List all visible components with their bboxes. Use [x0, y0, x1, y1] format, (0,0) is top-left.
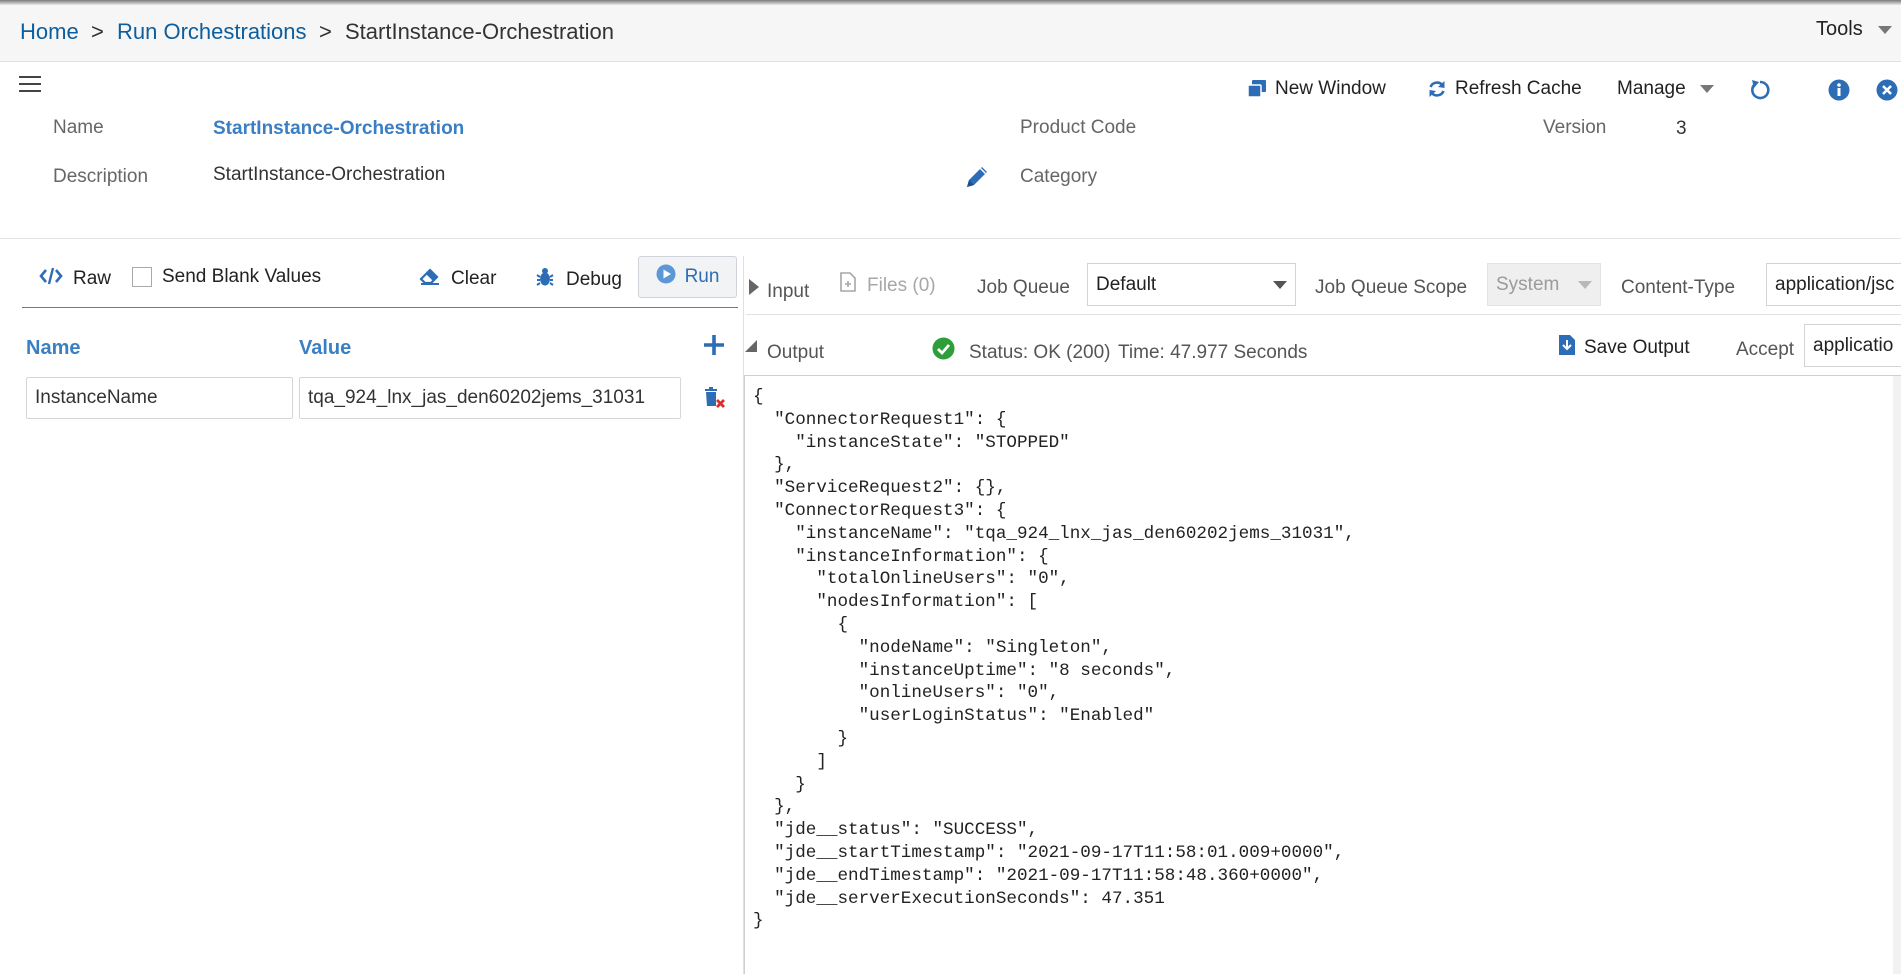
accept-value: applicatio [1813, 334, 1894, 356]
category-label: Category [1020, 166, 1098, 187]
manage-menu[interactable]: Manage [1617, 78, 1714, 100]
plus-icon[interactable] [702, 333, 726, 362]
tools-label: Tools [1816, 18, 1863, 40]
content-type-value: application/jsc [1775, 273, 1895, 295]
toolbar-underline [22, 307, 738, 308]
job-queue-value: Default [1096, 273, 1157, 295]
hamburger-menu-icon[interactable] [19, 76, 41, 92]
code-icon [39, 266, 63, 292]
accept-label: Accept [1736, 339, 1795, 360]
download-file-icon [1558, 334, 1576, 362]
input-section-toggle[interactable] [748, 278, 760, 301]
tools-menu[interactable]: Tools [1816, 18, 1893, 41]
run-label: Run [684, 266, 720, 287]
breadcrumb-home[interactable]: Home [20, 19, 79, 44]
info-icon[interactable] [1828, 79, 1850, 106]
new-window-button[interactable]: New Window [1247, 78, 1386, 100]
raw-button[interactable]: Raw [39, 266, 111, 292]
files-file-icon [840, 272, 856, 297]
output-panel[interactable]: { "ConnectorRequest1": { "instanceState"… [744, 375, 1901, 974]
chevron-down-icon [1878, 25, 1893, 34]
save-output-button[interactable]: Save Output [1558, 334, 1690, 362]
version-value: 3 [1676, 118, 1687, 139]
chevron-down-icon [1273, 280, 1287, 289]
output-section-toggle[interactable] [744, 339, 758, 358]
content-type-label: Content-Type [1621, 277, 1736, 298]
breadcrumb-run-orchestrations[interactable]: Run Orchestrations [117, 19, 307, 44]
new-window-label: New Window [1275, 78, 1386, 99]
reload-icon[interactable] [1749, 79, 1771, 106]
breadcrumb-current: StartInstance-Orchestration [345, 19, 615, 44]
content-type-select[interactable]: application/jsc [1766, 263, 1901, 306]
clear-label: Clear [451, 268, 497, 289]
refresh-cache-label: Refresh Cache [1455, 78, 1582, 99]
raw-label: Raw [73, 268, 112, 289]
time-text: Time: 47.977 Seconds [1118, 342, 1308, 363]
breadcrumb-separator: > [91, 19, 104, 44]
checkbox-box[interactable] [132, 267, 152, 287]
input-output-divider [746, 314, 1901, 315]
job-queue-scope-value: System [1496, 273, 1560, 295]
input-name-field[interactable] [26, 377, 293, 419]
eraser-icon [419, 266, 441, 292]
output-scrollbar[interactable] [1893, 376, 1901, 974]
input-value-field[interactable] [299, 377, 681, 419]
description-value: StartInstance-Orchestration [213, 164, 446, 185]
play-icon [656, 264, 676, 290]
refresh-icon [1427, 79, 1447, 99]
clear-button[interactable]: Clear [419, 266, 496, 292]
column-header-value: Value [299, 337, 352, 359]
refresh-cache-button[interactable]: Refresh Cache [1427, 78, 1582, 100]
bug-icon [534, 266, 556, 294]
top-shadow [0, 0, 1901, 5]
send-blank-values-label: Send Blank Values [162, 266, 322, 287]
orchestration-name: StartInstance-Orchestration [213, 118, 465, 139]
debug-label: Debug [566, 269, 622, 290]
output-json: { "ConnectorRequest1": { "instanceState"… [753, 387, 1355, 932]
status-text: Status: OK (200) [969, 342, 1111, 363]
accept-select[interactable]: applicatio [1804, 324, 1901, 367]
new-window-icon [1247, 79, 1267, 99]
run-button[interactable]: Run [638, 256, 737, 298]
header-bar [0, 5, 1901, 62]
name-label: Name [53, 117, 104, 138]
column-header-name: Name [26, 337, 81, 359]
input-label[interactable]: Input [767, 281, 810, 302]
send-blank-values-checkbox[interactable]: Send Blank Values [132, 266, 321, 288]
chevron-down-icon [1578, 280, 1592, 289]
job-queue-scope-label: Job Queue Scope [1315, 277, 1468, 298]
check-circle-icon [932, 337, 955, 365]
job-queue-select[interactable]: Default [1087, 263, 1296, 306]
product-code-label: Product Code [1020, 117, 1137, 138]
save-output-label: Save Output [1584, 337, 1690, 358]
breadcrumb-separator: > [319, 19, 332, 44]
files-label: Files (0) [867, 275, 936, 296]
panel-divider [743, 256, 744, 974]
pencil-icon[interactable] [963, 164, 990, 196]
chevron-down-icon [1699, 85, 1714, 93]
output-label: Output [767, 342, 825, 363]
job-queue-label: Job Queue [977, 277, 1070, 298]
section-divider [0, 238, 1901, 239]
manage-label: Manage [1617, 78, 1686, 99]
debug-button[interactable]: Debug [534, 266, 622, 294]
version-label: Version [1543, 117, 1607, 138]
job-queue-scope-select: System [1487, 263, 1601, 306]
description-label: Description [53, 166, 149, 187]
close-icon[interactable] [1876, 79, 1898, 106]
delete-row-icon[interactable] [702, 386, 726, 415]
